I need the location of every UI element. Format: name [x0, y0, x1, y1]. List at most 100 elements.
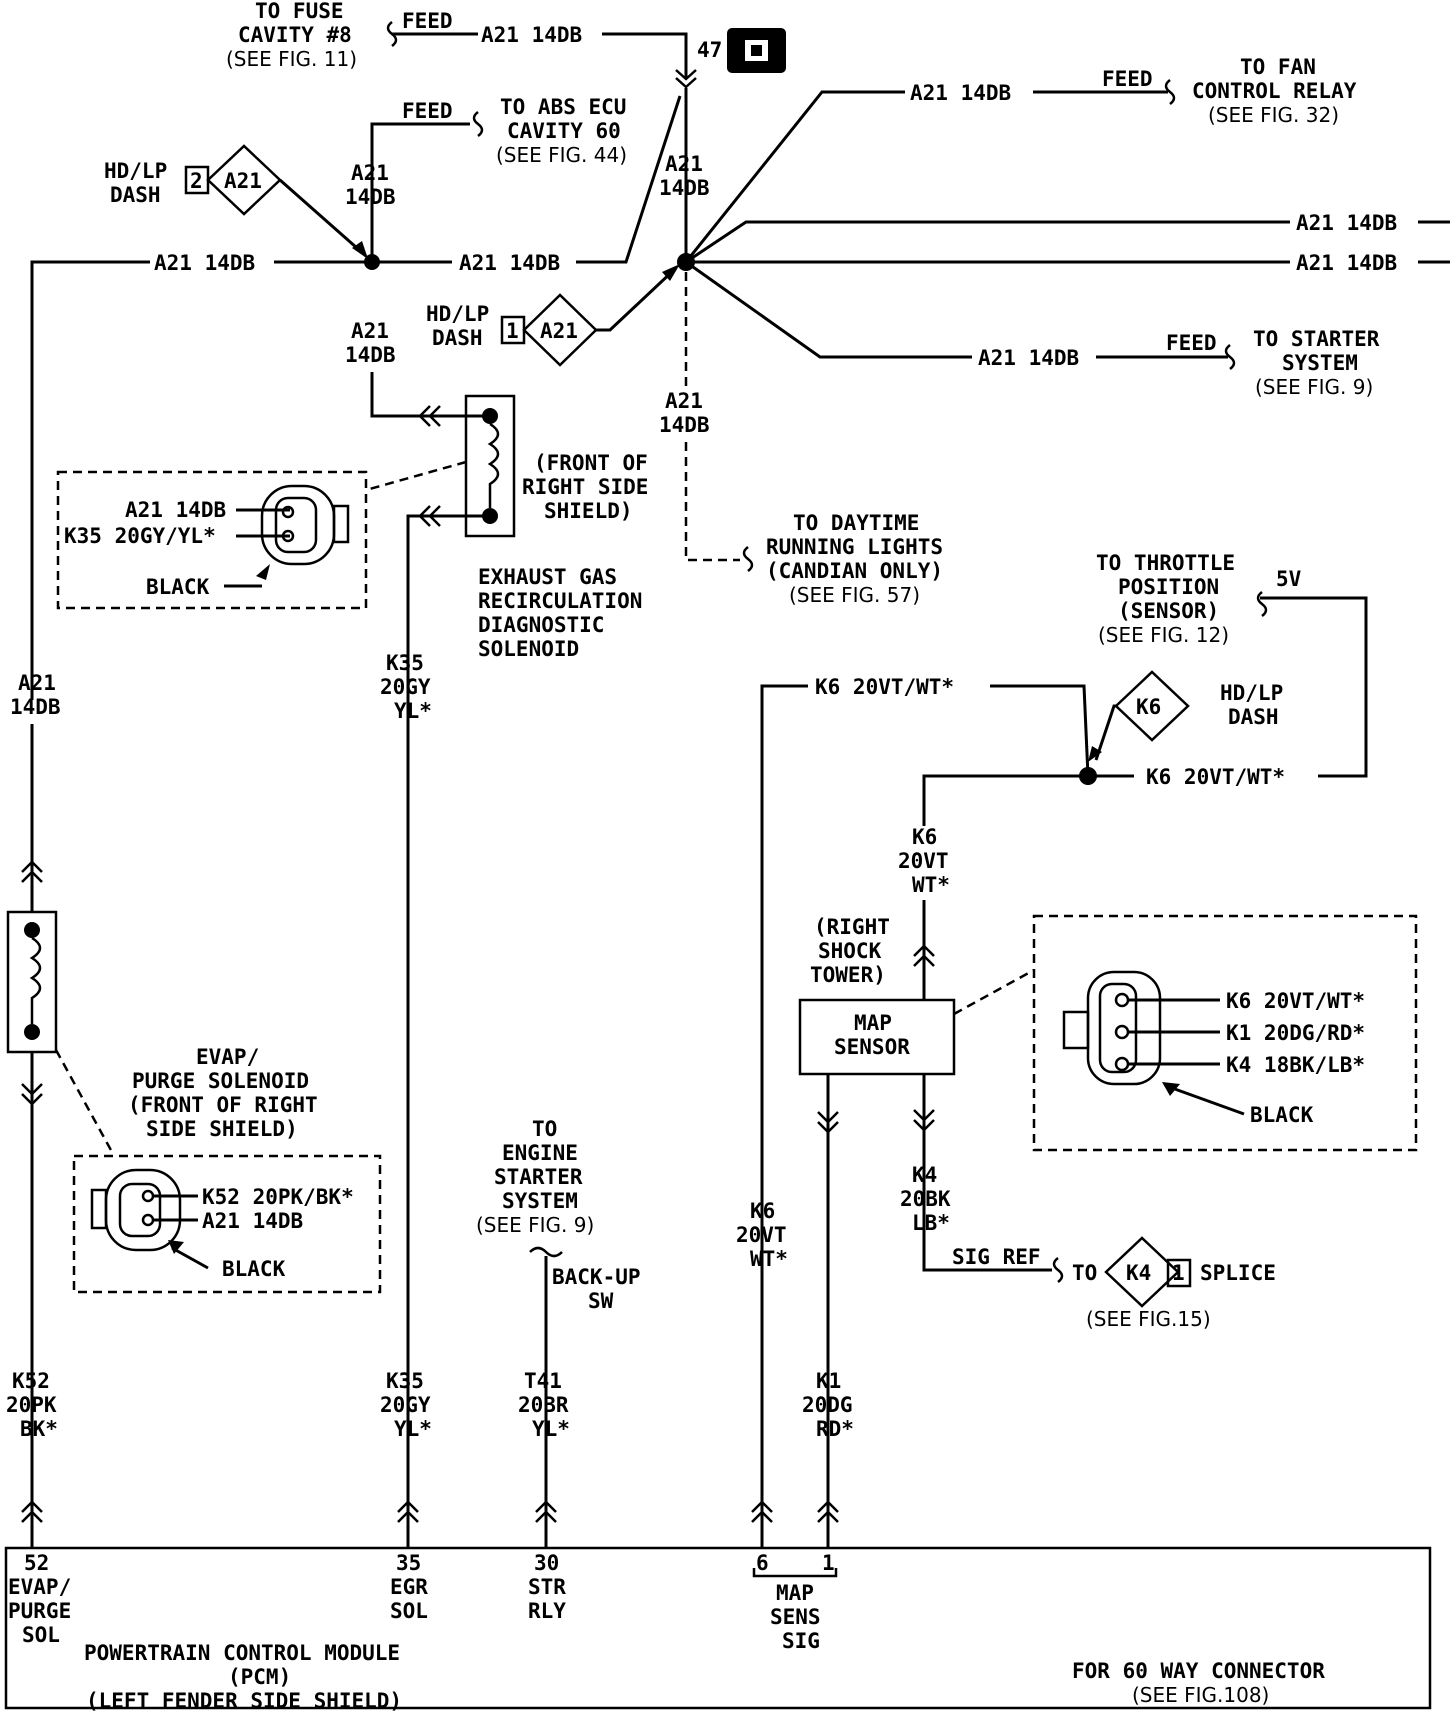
- map-connector-view: [1032, 914, 1418, 1152]
- connector-inner-icon: [118, 1182, 162, 1238]
- dashed-leader: [54, 1049, 114, 1153]
- arrow-icon: [662, 264, 680, 281]
- wire-label: 20GY: [380, 675, 431, 699]
- arrow-icon: [1162, 1082, 1180, 1096]
- evap-name-1: EVAP/: [196, 1045, 259, 1069]
- terminal-dot: [24, 922, 40, 938]
- wire-label: YL*: [394, 699, 432, 723]
- map-loc-2: SHOCK: [818, 939, 882, 963]
- feed-break-icon: [1052, 1257, 1064, 1283]
- wire-label: 20PK: [6, 1393, 57, 1417]
- drl-group: A21 14DB TO DAYTIME RUNNING LIGHTS (CAND…: [659, 272, 943, 607]
- tps-label-4: (SEE FIG. 12): [1098, 623, 1229, 647]
- drl-label-3: (CANDIAN ONLY): [766, 559, 943, 583]
- evap-solenoid-group: EVAP/ PURGE SOLENOID (FRONT OF RIGHT SID…: [6, 910, 382, 1548]
- pin-icon: [1114, 992, 1130, 1008]
- connector-inner-icon: [274, 496, 318, 554]
- fan-wire-label: A21 14DB: [910, 81, 1011, 105]
- wire-label: K6: [912, 825, 937, 849]
- dashed-leader: [953, 968, 1035, 1016]
- wire-label: 14DB: [10, 695, 61, 719]
- fuse-feed-label: FEED: [402, 9, 453, 33]
- pcm-footnote-2: (SEE FIG.108): [1132, 1683, 1269, 1707]
- wire-label: BK*: [20, 1417, 58, 1441]
- pcm-pin-52: 52: [24, 1551, 49, 1575]
- eng-label-5: (SEE FIG. 9): [476, 1213, 594, 1237]
- wire: [685, 260, 972, 359]
- sig-to-label: TO: [1072, 1261, 1097, 1285]
- connector-latch-icon: [332, 504, 350, 544]
- hdlp-pin: 2: [190, 169, 203, 193]
- arrow-icon: [256, 564, 270, 580]
- terminal-dot: [482, 508, 498, 524]
- pcm-map-label-1: MAP: [776, 1581, 814, 1605]
- abs-label-3: (SEE FIG. 44): [496, 143, 627, 167]
- tps-dash-2: DASH: [1228, 705, 1279, 729]
- abs-feed-group: FEED TO ABS ECU CAVITY 60 (SEE FIG. 44) …: [345, 95, 627, 262]
- egr-conn-wire-1: A21 14DB: [125, 498, 226, 522]
- leader-line: [1171, 1086, 1245, 1116]
- wire-label: 14DB: [345, 343, 396, 367]
- backup-sw-label-1: BACK-UP: [552, 1265, 641, 1289]
- arrow-icon: [168, 1240, 184, 1254]
- pcm-name-2: (PCM): [228, 1665, 291, 1689]
- engine-starter-group: TO ENGINE STARTER SYSTEM (SEE FIG. 9) BA…: [476, 1117, 641, 1548]
- wire: [760, 684, 808, 1548]
- pin-icon: [281, 505, 295, 519]
- wire-label: 20VT: [736, 1223, 787, 1247]
- connector-icon: [751, 1500, 773, 1523]
- wire: [1094, 704, 1116, 761]
- wire-label: A21: [665, 389, 703, 413]
- sig-ref-label: SIG REF: [952, 1245, 1041, 1269]
- starter-wire-label: A21 14DB: [978, 346, 1079, 370]
- wire-label: 14DB: [659, 176, 710, 200]
- wire-label: 14DB: [345, 185, 396, 209]
- fan-label-3: (SEE FIG. 32): [1208, 103, 1339, 127]
- map-loc-1: (RIGHT: [814, 915, 890, 939]
- feed-break-icon: [742, 546, 754, 572]
- map-loc-3: TOWER): [810, 963, 886, 987]
- fan-feed-label: FEED: [1102, 67, 1153, 91]
- egr-solenoid-group: A21 14DB (FRONT OF RIGHT SIDE SHIELD) EX…: [56, 319, 648, 1548]
- wire: [685, 220, 1290, 264]
- wire: [990, 684, 1090, 777]
- drl-label-4: (SEE FIG. 57): [789, 583, 920, 607]
- fuse-label-2: CAVITY #8: [238, 23, 352, 47]
- connector-icon: [418, 505, 441, 527]
- tps-code: K6: [1136, 695, 1161, 719]
- fuse-block-core: [751, 45, 762, 56]
- wire-label: A21: [351, 319, 389, 343]
- wire-label: K4: [912, 1163, 937, 1187]
- egr-black-label: BLACK: [146, 575, 210, 599]
- hdlp-label-1: HD/LP: [426, 302, 489, 326]
- pcm-map-label-2: SENS: [770, 1605, 821, 1629]
- abs-label-1: TO ABS ECU: [500, 95, 626, 119]
- pcm-pin-35-label-2: SOL: [390, 1599, 428, 1623]
- connector-icon: [21, 1083, 43, 1106]
- connector-icon: [535, 1500, 557, 1523]
- wire-label: A21: [351, 161, 389, 185]
- pcm-pin-35: 35: [396, 1551, 421, 1575]
- fan-label-2: CONTROL RELAY: [1192, 79, 1357, 103]
- pcm-box: [4, 1546, 1432, 1710]
- wire-label: T41: [524, 1369, 562, 1393]
- sig-code: K4: [1126, 1261, 1151, 1285]
- egr-name-2: RECIRCULATION: [478, 589, 642, 613]
- egr-connector-view: [56, 470, 368, 610]
- pin-icon: [1114, 1024, 1130, 1040]
- sig-see-label: (SEE FIG.15): [1086, 1307, 1211, 1331]
- fuse-label-1: TO FUSE: [255, 0, 344, 23]
- map-sensor-group: (RIGHT SHOCK TOWER) MAP SENSOR K4 20BK L…: [798, 914, 1418, 1548]
- wire-label: LB*: [912, 1211, 950, 1235]
- starter-feed-group: A21 14DB FEED TO STARTER SYSTEM (SEE FIG…: [685, 260, 1380, 399]
- connector-inner-icon: [1098, 982, 1138, 1074]
- wire-label: A21 14DB: [459, 251, 560, 275]
- terminal-dot: [24, 1024, 40, 1040]
- hdlp-label-1: HD/LP: [104, 159, 167, 183]
- abs-label-2: CAVITY 60: [507, 119, 621, 143]
- connector-icon: [817, 1111, 839, 1134]
- wire-label: YL*: [394, 1417, 432, 1441]
- wire-label: A21 14DB: [154, 251, 255, 275]
- wire-label: 20DG: [802, 1393, 853, 1417]
- fan-label-1: TO FAN: [1240, 55, 1316, 79]
